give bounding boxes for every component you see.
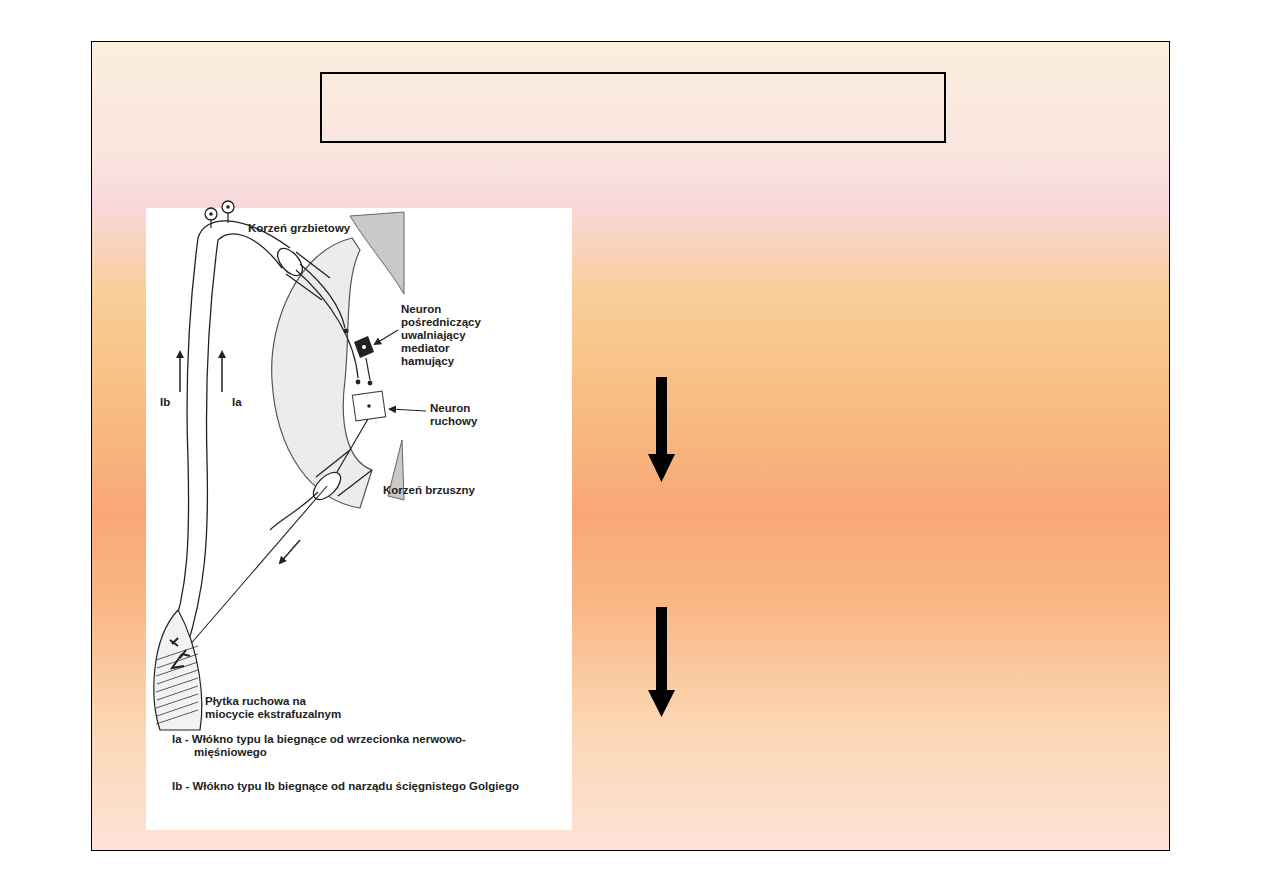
- legend-note: Ia - Włókno typu Ia biegnące od wrzecion…: [172, 733, 524, 759]
- muscle-fibre: [157, 654, 198, 668]
- muscle-fibre: [157, 686, 198, 700]
- neuron-label: Neuron ruchowy: [430, 402, 492, 428]
- fiber-label: Ib: [160, 396, 170, 409]
- muscle-fibre: [157, 702, 198, 716]
- muscle-fibre: [157, 670, 198, 684]
- interneuron-label: Neuron pośredniczący uwalniający mediato…: [401, 303, 493, 368]
- muscle-fibre: [156, 710, 198, 724]
- legend-note: Ib - Włókno typu Ib biegnące od narządu …: [172, 780, 524, 793]
- endplate-label: Płytka ruchowa na miocycie ekstrafuzalny…: [205, 695, 355, 721]
- root-label: Korzeń brzuszny: [383, 484, 475, 497]
- muscle-fibre: [156, 678, 198, 692]
- title-frame: [320, 72, 946, 143]
- root-label: Korzeń grzbietowy: [248, 222, 350, 235]
- muscle-fibre: [156, 662, 198, 676]
- muscle-fibre: [156, 646, 198, 660]
- fiber-label: Ia: [232, 396, 242, 409]
- muscle-fibre: [156, 694, 198, 708]
